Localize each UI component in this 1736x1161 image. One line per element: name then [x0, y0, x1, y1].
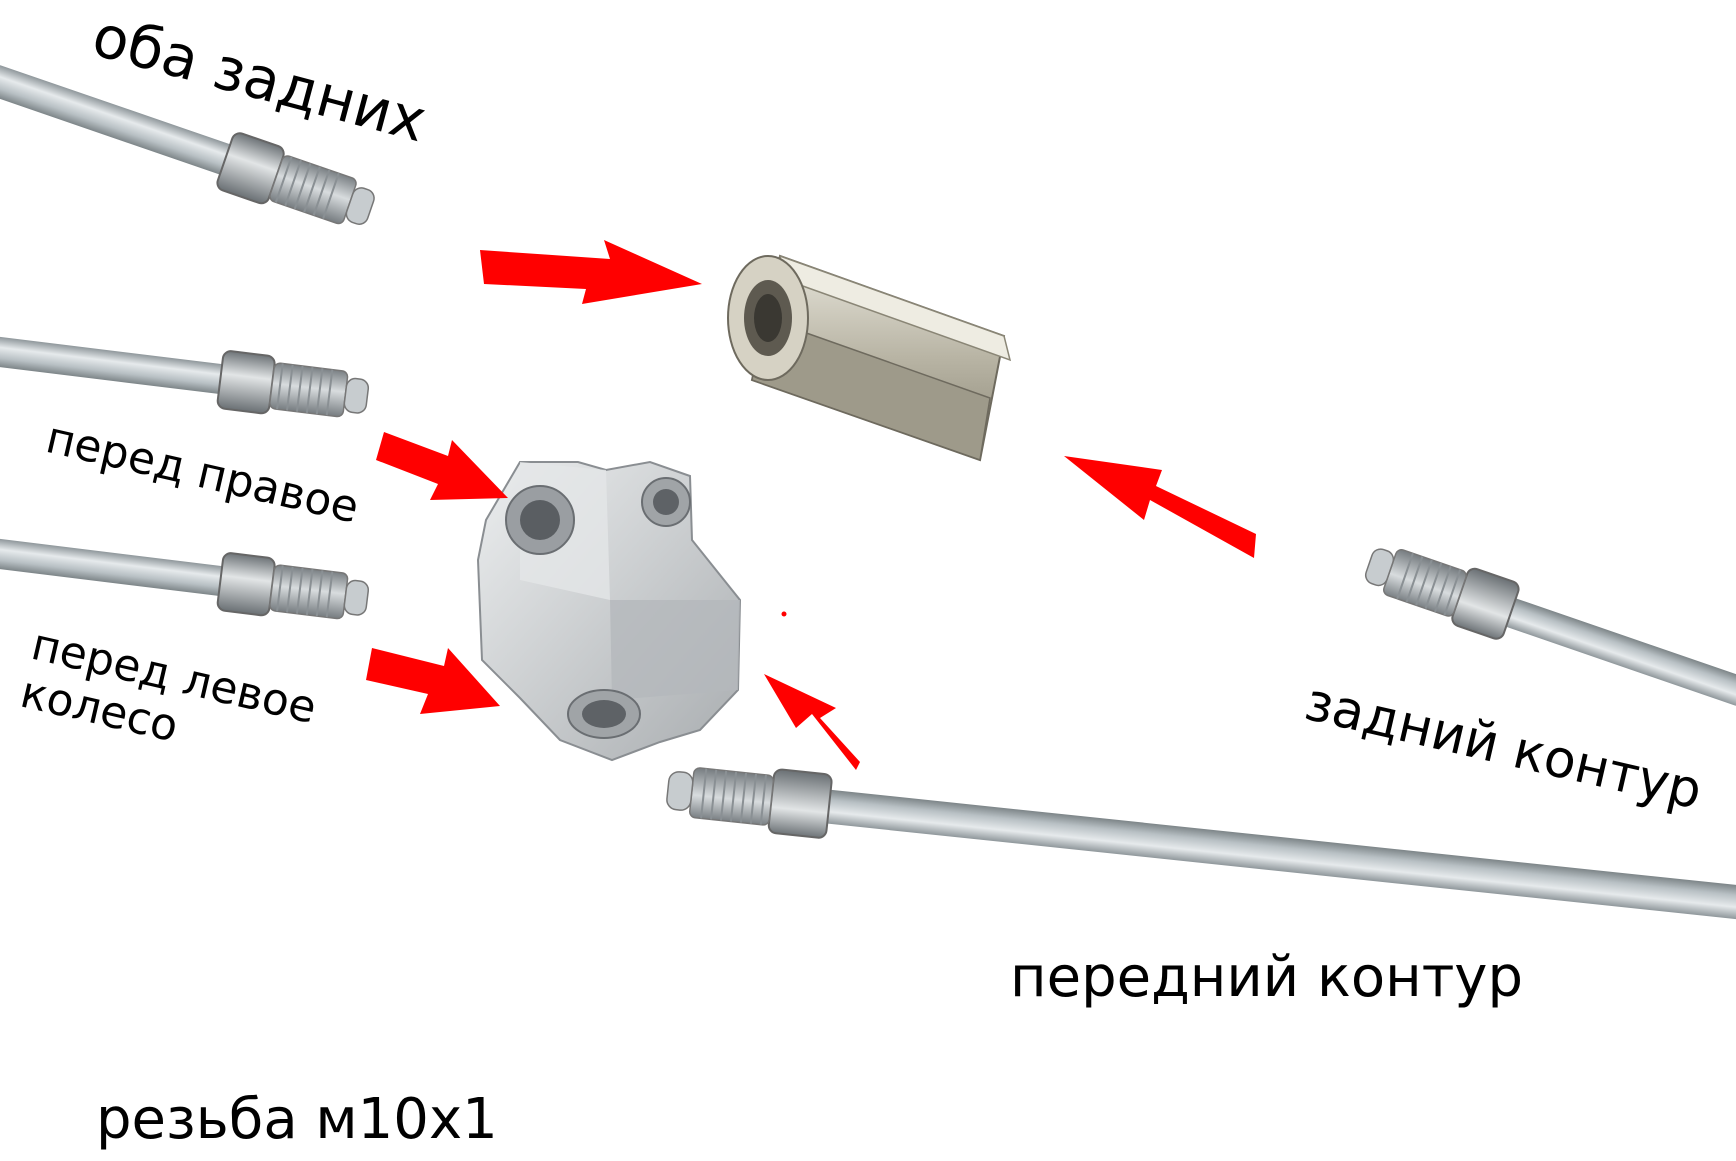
red-dot [781, 611, 787, 617]
label-thread-size: резьба м10х1 [96, 1087, 498, 1152]
red-arrow-icon [764, 674, 860, 770]
brake-line-rear-circuit [1364, 548, 1736, 706]
hex-coupler [727, 254, 1012, 462]
brake-line-front-right [0, 336, 370, 418]
label-front-circuit: передний контур [1010, 945, 1523, 1010]
brake-line-front-left [0, 538, 370, 620]
red-arrow-icon [480, 240, 702, 304]
red-arrow-icon [376, 432, 508, 500]
brake-line-front-circuit [666, 767, 1736, 920]
red-arrow-icon [1064, 456, 1256, 558]
red-arrow-icon [366, 648, 500, 714]
four-way-tee [476, 460, 742, 762]
brake-line-rear-both [0, 65, 375, 225]
